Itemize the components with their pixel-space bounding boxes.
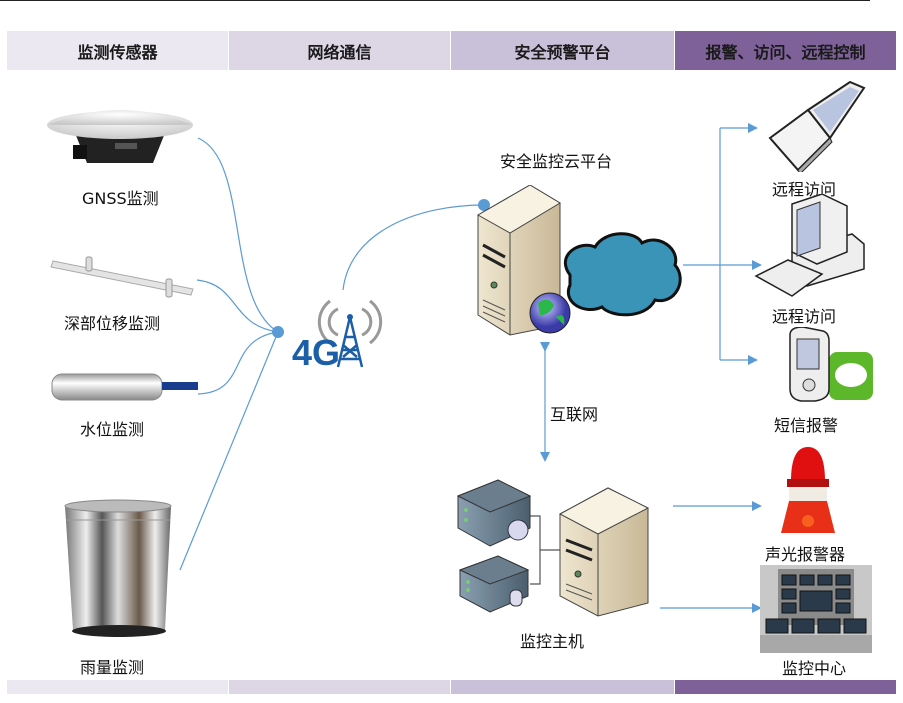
link-rain	[179, 331, 279, 571]
header-network: 网络通信	[229, 31, 450, 70]
label-water-level: 水位监测	[80, 420, 145, 439]
footer-band-3	[451, 680, 674, 694]
footer-band-2	[229, 680, 450, 694]
desktop-pc-icon	[754, 194, 865, 297]
4g-badge: 4G	[292, 332, 340, 370]
link-gnss	[197, 137, 279, 333]
header-sensors: 监测传感器	[7, 31, 228, 70]
mobile-sms-icon	[789, 327, 873, 402]
label-sound-light-alarm: 声光报警器	[765, 545, 846, 564]
header-label: 安全预警平台	[514, 42, 611, 62]
label-internet: 互联网	[550, 405, 599, 424]
link-deep	[196, 279, 279, 333]
hub-dot	[272, 326, 284, 338]
siren-alarm-icon	[781, 447, 835, 533]
label-desktop-access: 远程访问	[772, 307, 837, 326]
header-label: 网络通信	[307, 42, 372, 62]
header-label: 监测传感器	[77, 42, 158, 62]
link-4g-cloud	[342, 204, 485, 291]
host-bus-lines	[530, 515, 560, 585]
cloud-server-icon	[476, 185, 682, 336]
label-sms-alarm: 短信报警	[774, 416, 839, 435]
link-water	[197, 331, 279, 395]
monitoring-center-icon	[760, 565, 872, 653]
header-platform: 安全预警平台	[451, 31, 674, 70]
monitoring-host-icon	[456, 479, 650, 617]
gnss-antenna-icon	[47, 110, 193, 163]
cloud-dot	[478, 199, 490, 211]
footer-band-1	[7, 680, 228, 694]
header-label: 报警、访问、远程控制	[705, 42, 866, 62]
label-monitoring-center: 监控中心	[782, 659, 847, 678]
4g-tower-icon: 4G	[292, 299, 383, 370]
laptop-icon	[768, 80, 866, 172]
label-cloud-platform: 安全监控云平台	[500, 152, 613, 171]
label-monitoring-host: 监控主机	[520, 632, 585, 651]
label-gnss: GNSS监测	[82, 189, 159, 208]
water-level-sensor-icon	[51, 373, 198, 401]
label-deep-displacement: 深部位移监测	[64, 314, 161, 333]
header-output: 报警、访问、远程控制	[675, 31, 896, 70]
top-rule	[0, 0, 870, 1]
rain-gauge-icon	[64, 499, 172, 637]
footer-band-4	[675, 680, 896, 694]
label-rainfall: 雨量监测	[80, 658, 145, 677]
inclinometer-rod-icon	[50, 256, 194, 298]
